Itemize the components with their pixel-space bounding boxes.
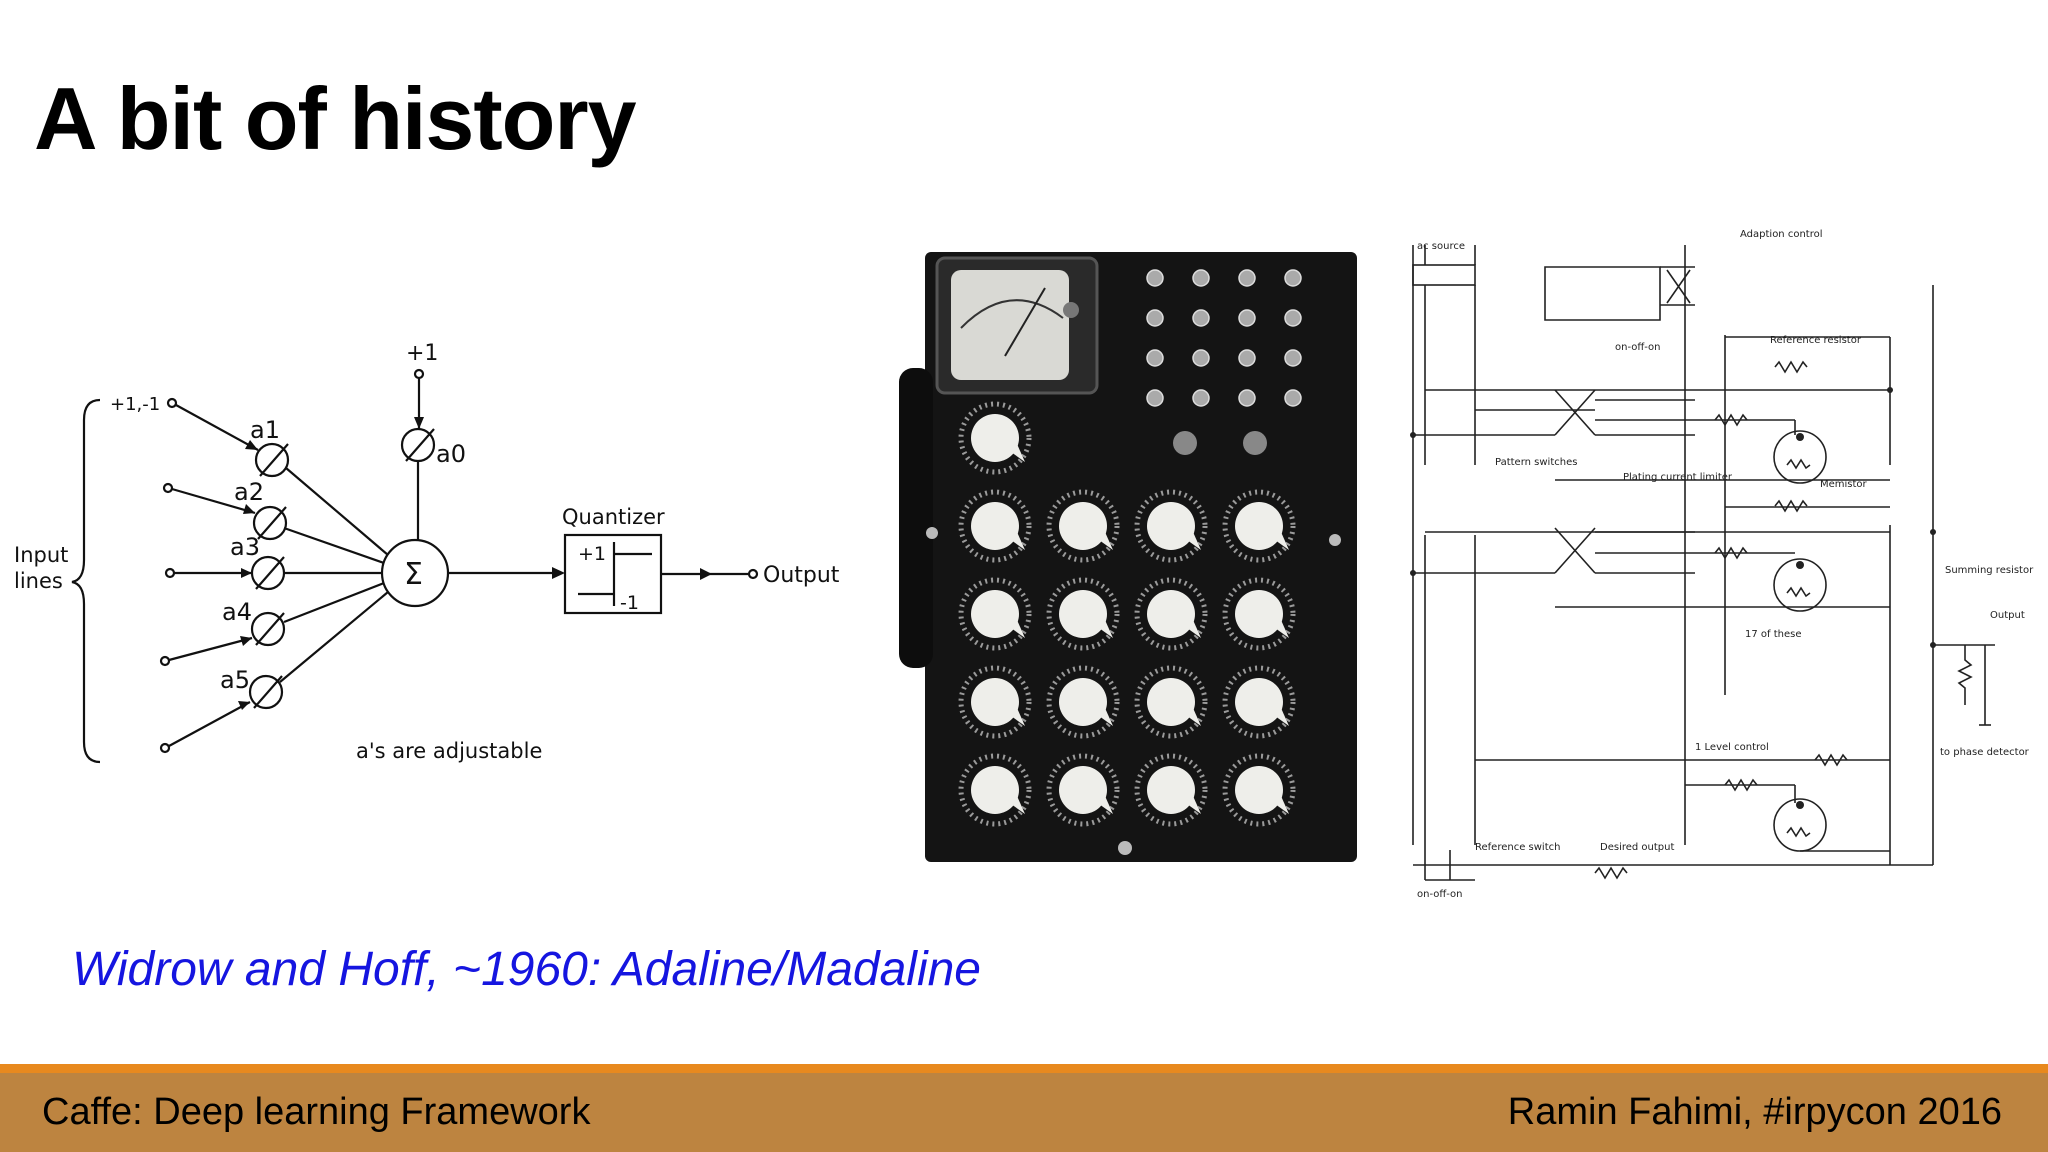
output-label: Output xyxy=(763,563,840,588)
panel-knob xyxy=(958,401,1032,475)
weight-label-a1: a1 xyxy=(250,416,280,444)
panel-knob xyxy=(1134,665,1208,739)
panel-switch xyxy=(1192,269,1210,287)
panel-switch xyxy=(1284,389,1302,407)
ac-source-transformer xyxy=(1412,264,1476,286)
plating-resistor-1 xyxy=(1714,413,1748,427)
quantizer-plus: +1 xyxy=(578,543,606,565)
panel-knob xyxy=(1134,577,1208,651)
reference-resistor xyxy=(1774,360,1808,374)
weight-a5 xyxy=(248,674,284,710)
input-lines-label-2: lines xyxy=(14,569,63,593)
panel-knob xyxy=(958,489,1032,563)
label-output: Output xyxy=(1990,610,2025,621)
label-reference-resistor: Reference resistor xyxy=(1770,335,1862,346)
panel-knob xyxy=(958,665,1032,739)
label-ac-source: ac source xyxy=(1417,241,1465,252)
slide-title: A bit of history xyxy=(34,69,637,168)
panel-knob xyxy=(1046,489,1120,563)
input-lines-label-1: Input xyxy=(14,543,68,567)
label-pattern-switches: Pattern switches xyxy=(1495,457,1577,468)
label-on-off-on-bottom: on-off-on xyxy=(1417,889,1463,900)
panel-switch xyxy=(1146,309,1164,327)
label-reference-switch: Reference switch xyxy=(1475,842,1560,853)
panel-knob xyxy=(1046,665,1120,739)
panel-knob xyxy=(958,577,1032,651)
sum-symbol: Σ xyxy=(404,557,423,592)
weight-a1 xyxy=(254,442,290,478)
label-of-these: 17 of these xyxy=(1745,629,1802,640)
label-memistor: Memistor xyxy=(1820,479,1868,490)
label-plating-current-limiter: Plating current limiter xyxy=(1623,472,1733,483)
meter-face xyxy=(951,270,1069,380)
panel-switch xyxy=(1192,389,1210,407)
label-adaption-control: Adaption control xyxy=(1740,229,1823,240)
input-brace xyxy=(71,398,101,764)
weight-label-a5: a5 xyxy=(220,666,250,694)
panel-switch xyxy=(1284,349,1302,367)
panel-knob xyxy=(1134,753,1208,827)
panel-knob xyxy=(1046,753,1120,827)
weight-label-a4: a4 xyxy=(222,598,252,626)
input-range-label: +1,-1 xyxy=(110,394,160,415)
bias-label: +1 xyxy=(406,341,438,366)
adaline-diagram: +1 +1,-1 Input lines a1 a2 a3 a4 a5 a0 Σ… xyxy=(14,341,840,764)
panel-switch xyxy=(1146,349,1164,367)
panel-switch xyxy=(1192,309,1210,327)
weight-a4 xyxy=(250,611,286,647)
slide-footer: Caffe: Deep learning Framework Ramin Fah… xyxy=(0,1064,2048,1152)
panel-switch xyxy=(1146,389,1164,407)
panel-switch xyxy=(1238,389,1256,407)
weight-a2 xyxy=(252,505,288,541)
panel-switch xyxy=(1238,349,1256,367)
panel-knob xyxy=(1134,489,1208,563)
panel-switch xyxy=(1284,309,1302,327)
meter-knob xyxy=(1063,302,1079,318)
plating-resistor-2 xyxy=(1714,546,1748,560)
label-desired-output: Desired output xyxy=(1600,842,1674,853)
weight-label-a0: a0 xyxy=(436,440,466,468)
weight-label-a2: a2 xyxy=(234,478,264,506)
label-on-off-on-top: on-off-on xyxy=(1615,342,1661,353)
panel-switch xyxy=(1146,269,1164,287)
panel-toggle xyxy=(1243,431,1267,455)
panel-knob xyxy=(1222,489,1296,563)
panel-toggle xyxy=(1173,431,1197,455)
footer-title: Caffe: Deep learning Framework xyxy=(42,1091,591,1133)
panel-switch xyxy=(1192,349,1210,367)
madaline-circuit-schematic: ac source Adaption control on-off-on Ref… xyxy=(1410,229,2034,900)
memistor-2 xyxy=(1773,558,1827,612)
adjustable-note: a's are adjustable xyxy=(356,739,542,763)
machine-handle xyxy=(899,368,933,668)
memistor-1 xyxy=(1773,430,1827,484)
label-to-phase-detector: to phase detector xyxy=(1940,747,2030,758)
panel-knob xyxy=(1222,577,1296,651)
panel-knob xyxy=(1222,753,1296,827)
label-level-control: 1 Level control xyxy=(1695,742,1769,753)
panel-knob xyxy=(1046,577,1120,651)
panel-switch xyxy=(1238,269,1256,287)
panel-switch xyxy=(1284,269,1302,287)
panel-switch xyxy=(1238,309,1256,327)
panel-knob xyxy=(1222,665,1296,739)
adaline-machine-photo xyxy=(899,252,1357,862)
label-summing-resistor: Summing resistor xyxy=(1945,565,2034,576)
slide-caption: Widrow and Hoff, ~1960: Adaline/Madaline xyxy=(72,943,981,996)
weight-label-a3: a3 xyxy=(230,533,260,561)
footer-author: Ramin Fahimi, #irpycon 2016 xyxy=(1507,1091,2002,1133)
quantizer-minus: -1 xyxy=(620,592,639,614)
panel-knob xyxy=(958,753,1032,827)
quantizer-label: Quantizer xyxy=(562,505,665,529)
level-control-resistor xyxy=(1814,753,1848,767)
